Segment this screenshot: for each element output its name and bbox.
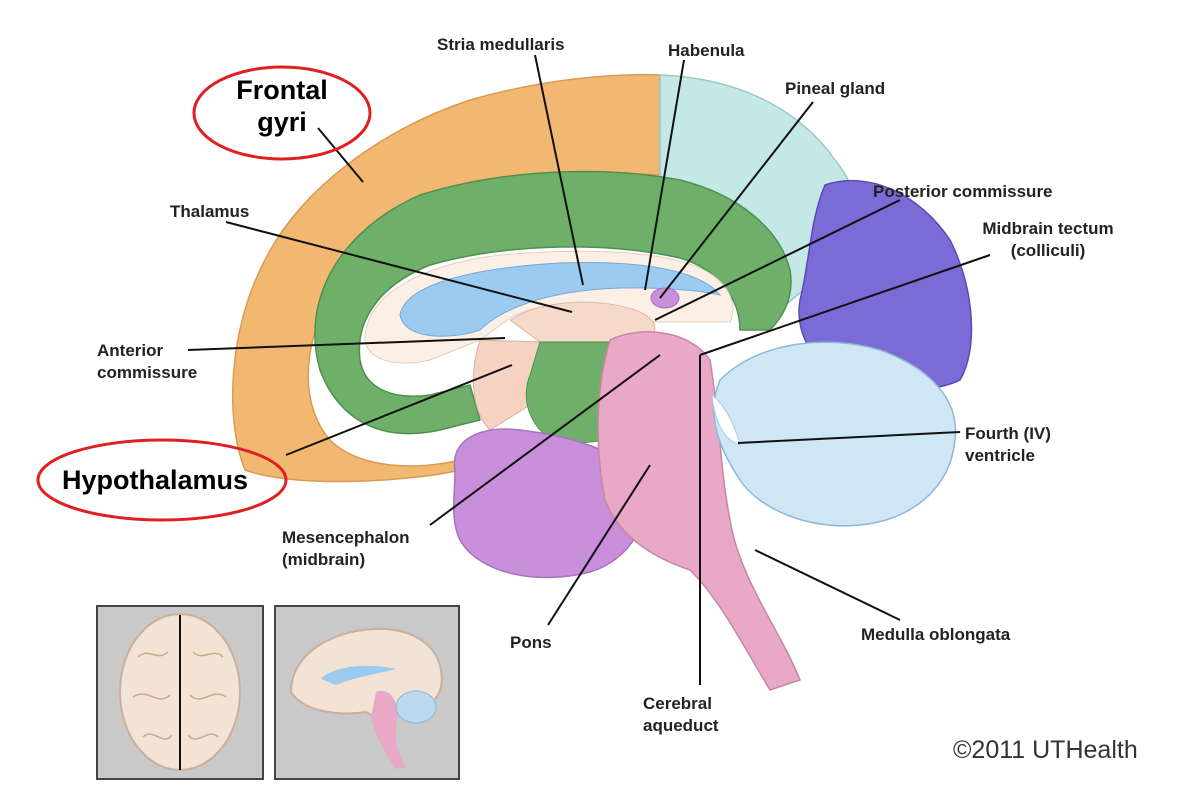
label-posterior-commissure: Posterior commissure bbox=[873, 182, 1053, 201]
label-medulla-oblongata: Medulla oblongata bbox=[861, 625, 1011, 644]
top-view-inset bbox=[96, 605, 264, 780]
label-cerebral-aqueduct-line2: aqueduct bbox=[643, 716, 719, 735]
label-fourth-ventricle: Fourth (IV) ventricle bbox=[965, 423, 1051, 467]
label-midbrain-tectum-line2: (colliculi) bbox=[1010, 241, 1086, 260]
label-thalamus: Thalamus bbox=[170, 202, 250, 221]
label-hypothalamus: Hypothalamus bbox=[62, 465, 249, 495]
label-anterior-commissure: Anterior commissure bbox=[97, 340, 197, 384]
fourth-ventricle bbox=[711, 393, 741, 446]
label-mesencephalon-line1: Mesencephalon bbox=[282, 528, 410, 547]
label-frontal-gyri-line1: Frontal bbox=[236, 75, 328, 105]
leader-lines bbox=[187, 54, 991, 685]
line-fourth-ventricle bbox=[737, 431, 961, 444]
label-mesencephalon: Mesencephalon (midbrain) bbox=[282, 527, 410, 571]
label-cerebral-aqueduct: Cerebral aqueduct bbox=[643, 693, 719, 737]
label-stria-medullaris: Stria medullaris bbox=[437, 35, 565, 54]
label-anterior-commissure-line1: Anterior bbox=[97, 341, 164, 360]
label-frontal-gyri: Frontal gyri bbox=[222, 74, 342, 138]
label-fourth-ventricle-line1: Fourth (IV) bbox=[965, 424, 1051, 443]
line-hypothalamus bbox=[285, 364, 513, 456]
label-mesencephalon-line2: (midbrain) bbox=[282, 550, 366, 569]
top-view-brain-image bbox=[119, 613, 241, 771]
line-pons bbox=[547, 464, 651, 626]
label-frontal-gyri-line2: gyri bbox=[257, 107, 307, 137]
copyright-notice: ©2011 UTHealth bbox=[953, 736, 1138, 764]
hypothalamus-highlight bbox=[36, 438, 288, 522]
line-stria-medullaris bbox=[534, 54, 584, 286]
label-cerebral-aqueduct-line1: Cerebral bbox=[643, 694, 712, 713]
pineal-gland-shape bbox=[650, 287, 680, 309]
lateral-ventricle bbox=[399, 262, 722, 337]
line-habenula bbox=[644, 59, 685, 291]
line-posterior-commissure bbox=[654, 199, 901, 321]
side-view-brain-image bbox=[289, 627, 443, 769]
line-mesencephalon bbox=[429, 354, 661, 526]
line-frontal-gyri bbox=[317, 127, 364, 183]
line-anterior-commissure bbox=[187, 337, 506, 351]
label-fourth-ventricle-line2: ventricle bbox=[965, 446, 1035, 465]
frontal-gyri-highlight bbox=[192, 65, 372, 161]
label-habenula: Habenula bbox=[668, 41, 745, 60]
line-midbrain-tectum bbox=[699, 254, 991, 356]
label-anterior-commissure-line2: commissure bbox=[97, 363, 198, 382]
label-midbrain-tectum: Midbrain tectum (colliculi) bbox=[958, 218, 1138, 262]
label-pons: Pons bbox=[510, 633, 552, 652]
cerebellum-region bbox=[713, 341, 957, 527]
line-pineal-gland bbox=[659, 101, 814, 299]
line-thalamus bbox=[225, 221, 573, 313]
side-view-inset bbox=[274, 605, 460, 780]
label-midbrain-tectum-line1: Midbrain tectum bbox=[982, 219, 1114, 238]
label-pineal-gland: Pineal gland bbox=[785, 79, 886, 98]
line-medulla bbox=[754, 549, 901, 621]
